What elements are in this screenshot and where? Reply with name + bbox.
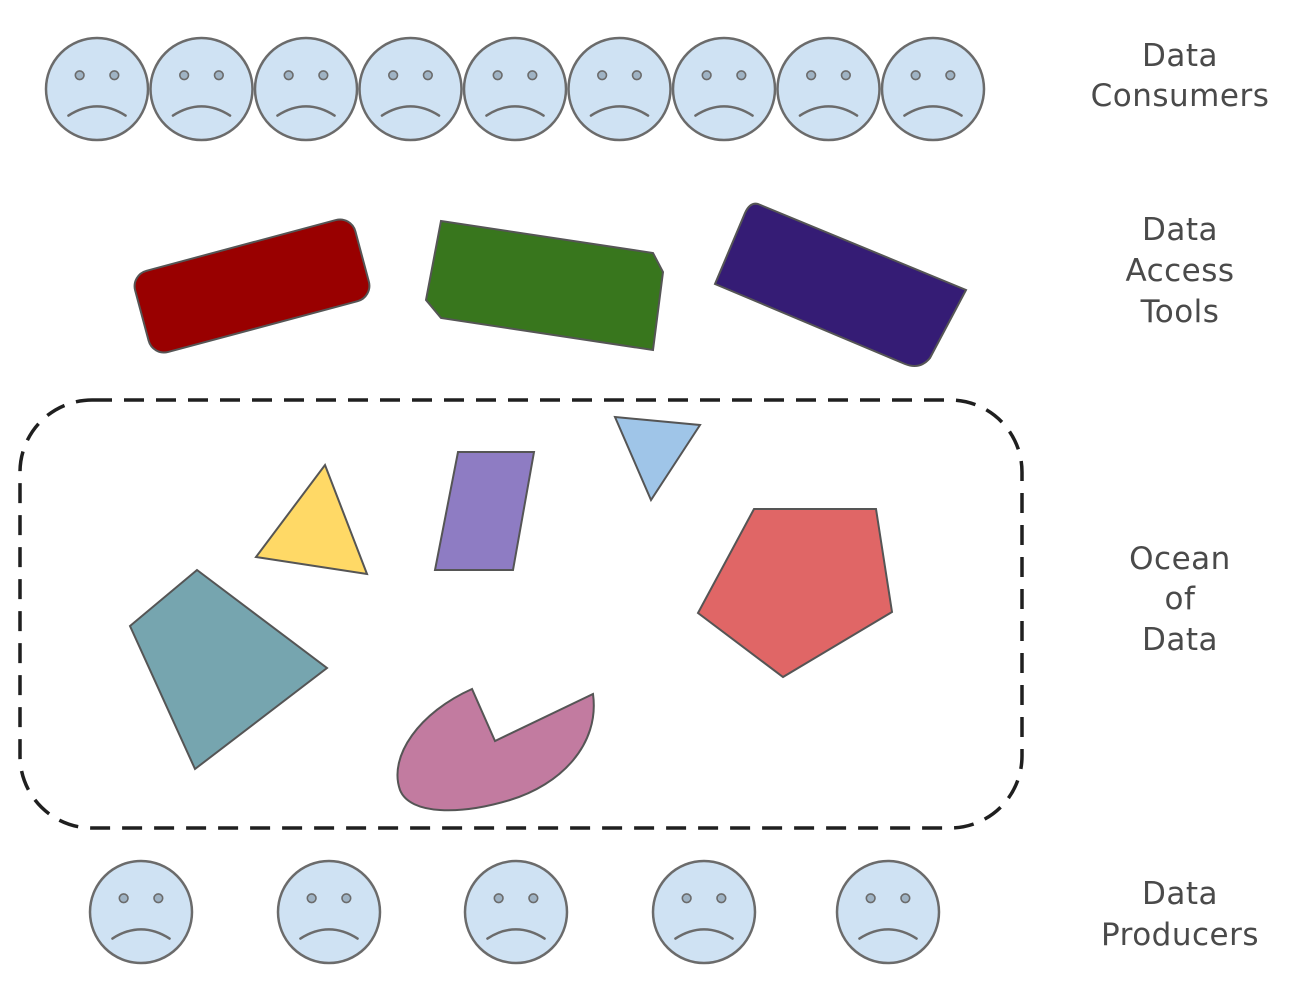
- purple-tool-block: [713, 202, 968, 367]
- access-tools-label: Data Access Tools: [1125, 212, 1234, 330]
- blue-triangle: [613, 415, 702, 503]
- consumer-faces-row: [44, 36, 986, 142]
- svg-text:Data: Data: [1142, 876, 1218, 912]
- pink-pie-shape: [396, 687, 595, 812]
- sad-face-icon: [567, 36, 672, 142]
- sad-face-icon: [835, 859, 941, 965]
- sad-face-icon: [88, 859, 194, 965]
- svg-text:Data: Data: [1142, 38, 1218, 74]
- svg-text:Producers: Producers: [1101, 917, 1259, 953]
- ocean-label: Ocean of Data: [1129, 541, 1231, 658]
- ocean-shapes: [128, 415, 894, 812]
- svg-text:Data: Data: [1142, 212, 1218, 248]
- sad-face-icon: [651, 859, 757, 965]
- svg-text:Access: Access: [1125, 253, 1234, 289]
- sad-face-icon: [276, 859, 382, 965]
- producer-faces-row: [88, 859, 941, 965]
- green-tool-block: [424, 219, 665, 352]
- red-tool-block: [133, 218, 371, 354]
- sad-face-icon: [880, 36, 986, 142]
- ocean-boundary: [18, 398, 1024, 830]
- sad-face-icon: [44, 36, 150, 142]
- svg-text:Ocean: Ocean: [1129, 541, 1231, 577]
- sad-face-icon: [253, 36, 359, 142]
- red-pentagon: [696, 508, 894, 679]
- sad-face-icon: [462, 36, 568, 142]
- yellow-triangle: [254, 462, 369, 576]
- svg-text:Tools: Tools: [1140, 294, 1220, 330]
- svg-text:of: of: [1165, 581, 1196, 617]
- access-tools-group: [133, 202, 968, 367]
- producers-label: Data Producers: [1101, 876, 1259, 953]
- sad-face-icon: [671, 36, 777, 142]
- sad-face-icon: [463, 859, 569, 965]
- consumers-label: Data Consumers: [1091, 38, 1270, 114]
- svg-text:Data: Data: [1142, 622, 1218, 658]
- svg-text:Consumers: Consumers: [1091, 78, 1270, 114]
- sad-face-icon: [358, 36, 463, 142]
- teal-quadrilateral: [128, 568, 329, 771]
- purple-parallelogram: [433, 451, 536, 571]
- sad-face-icon: [149, 36, 254, 142]
- sad-face-icon: [776, 36, 881, 142]
